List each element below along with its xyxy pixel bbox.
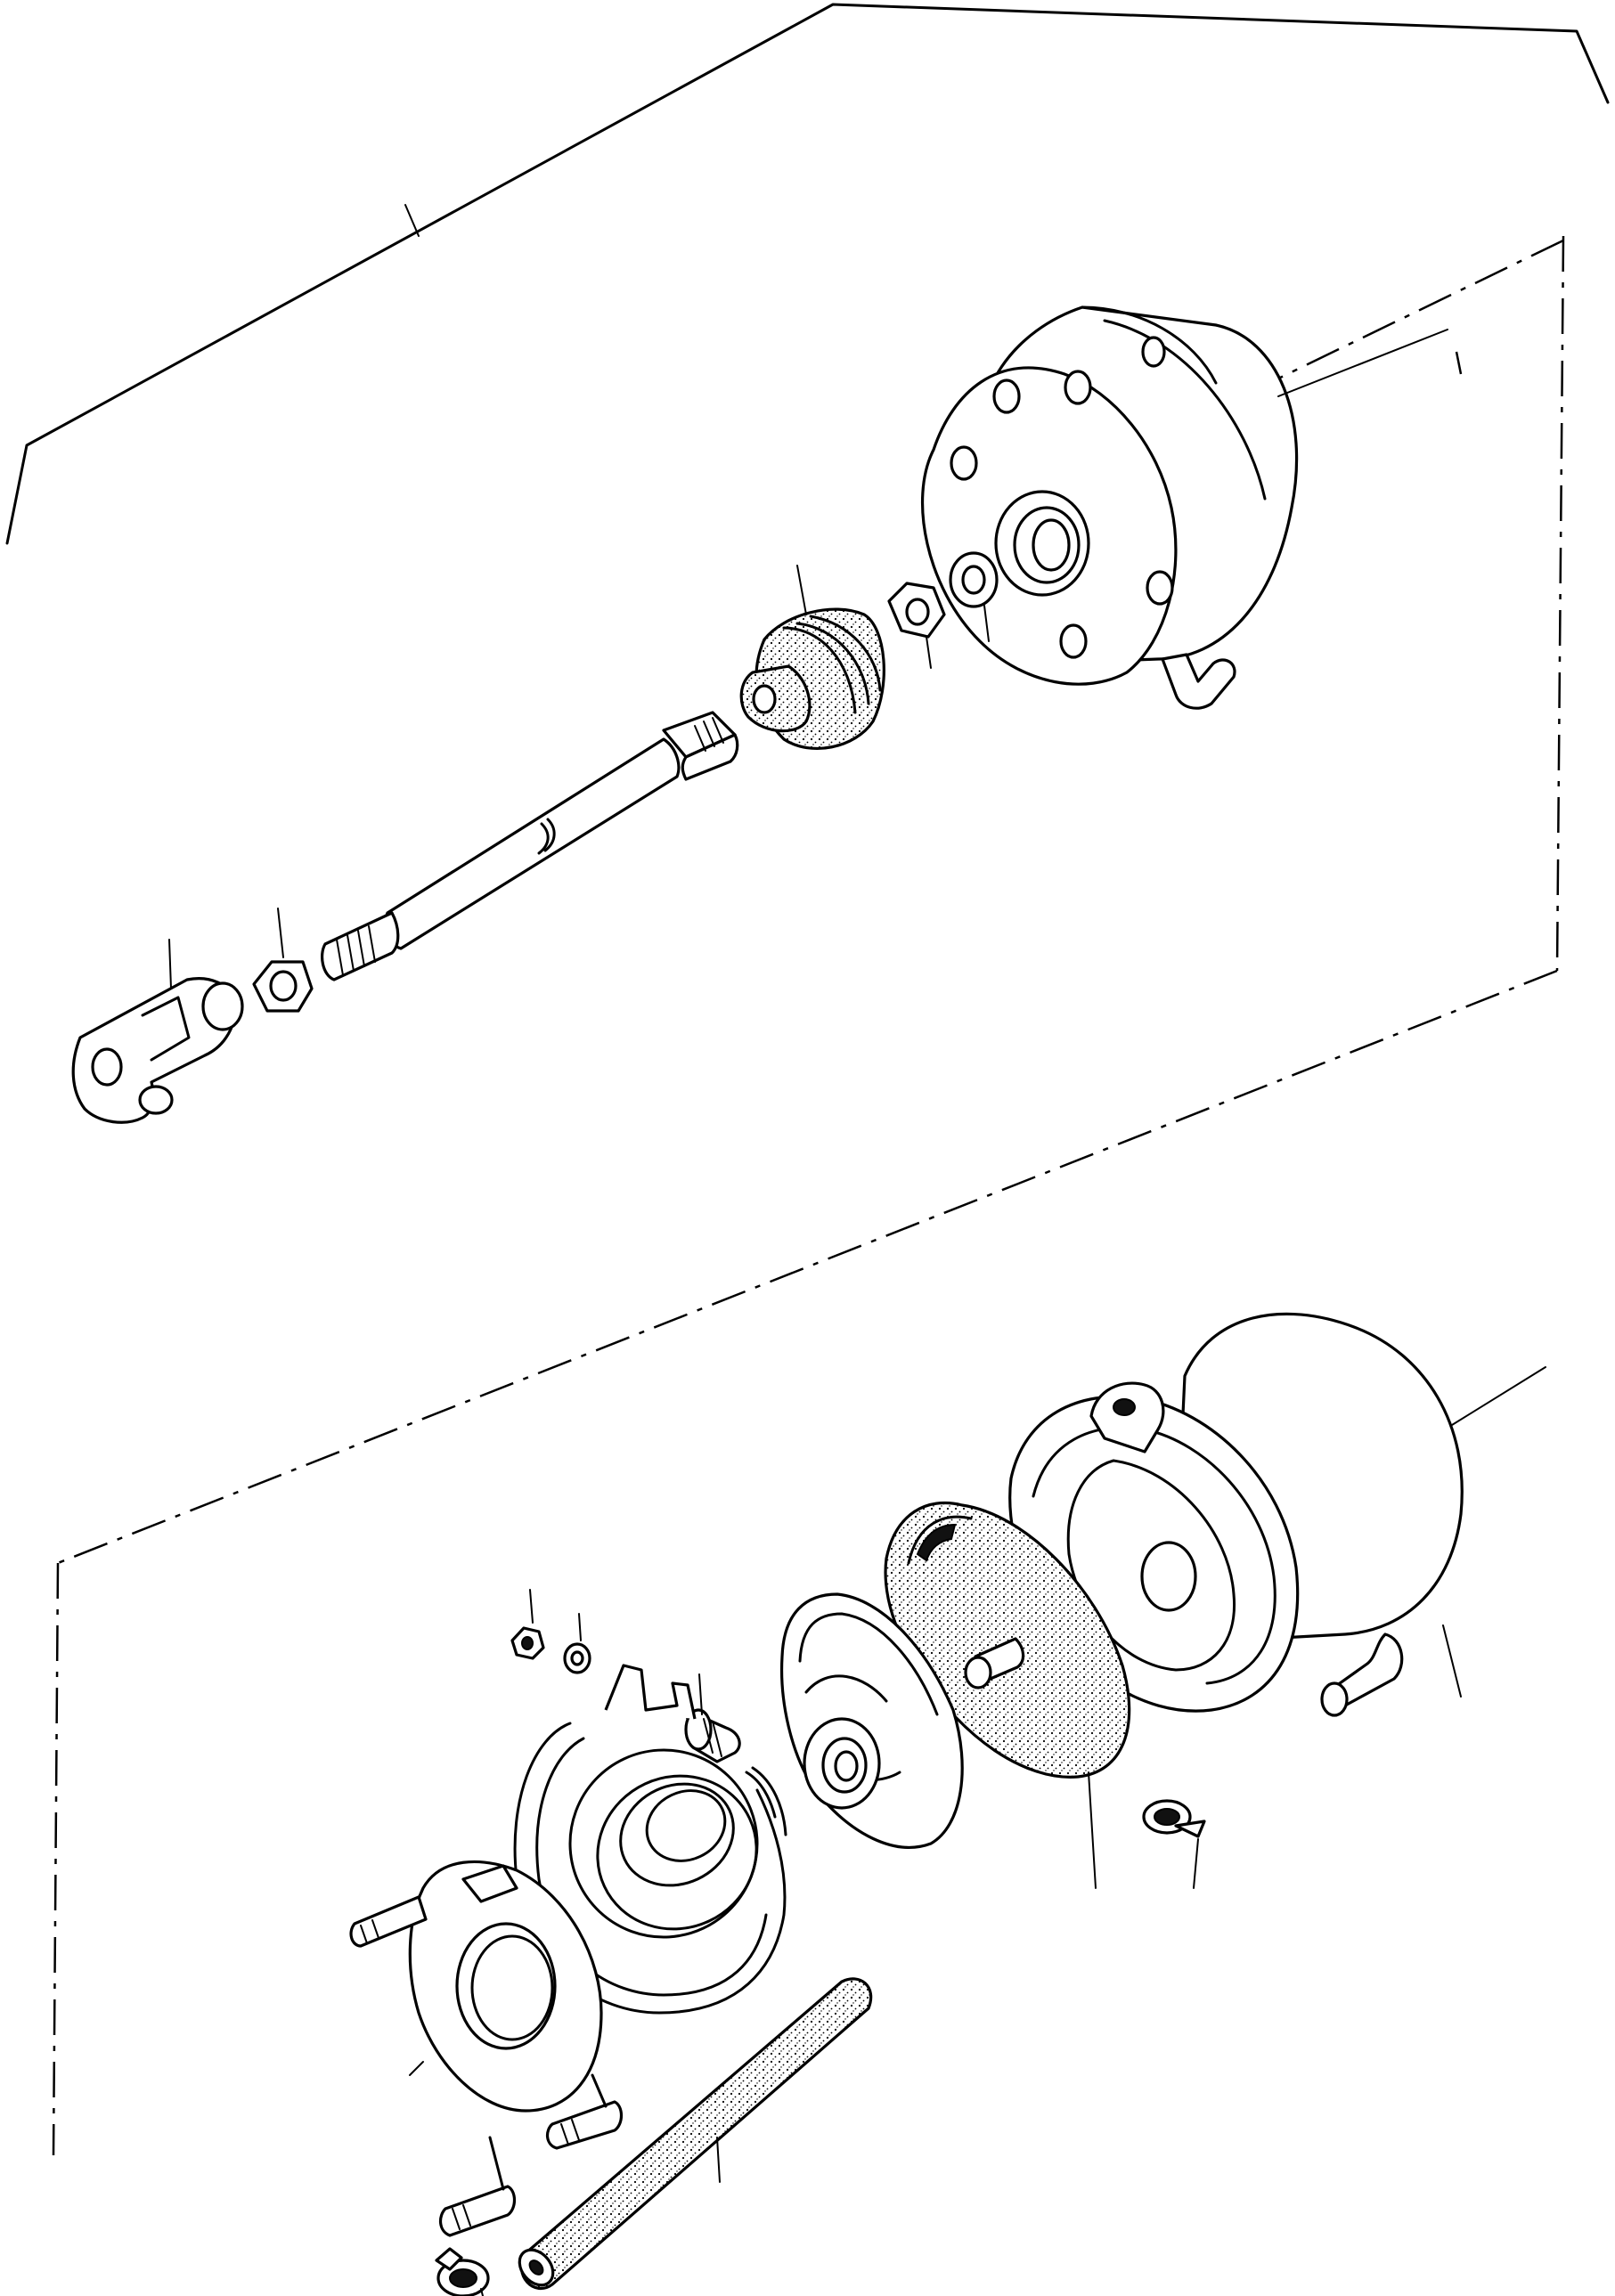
chamber-leader-2	[1442, 1624, 1462, 1698]
clevis-leader	[168, 939, 172, 989]
washer-lower	[563, 1613, 591, 1674]
upper-group-leader	[404, 204, 420, 237]
washer-lower-leader	[578, 1613, 582, 1641]
nut-lower	[510, 1589, 545, 1660]
hose	[518, 1977, 873, 2291]
lock-nut	[252, 908, 314, 1013]
bolt	[684, 1673, 741, 1763]
flange-leader	[409, 2061, 424, 2076]
push-rod	[321, 711, 739, 981]
nut-upper-leader	[926, 636, 932, 669]
hose-clamp-bottom	[435, 2247, 490, 2296]
hose-clamp-right	[1142, 1799, 1206, 1889]
return-spring	[568, 1748, 759, 1939]
chamber-leader-1	[1451, 1366, 1546, 1426]
boot-leader	[796, 565, 807, 615]
diaphragm	[884, 1501, 1131, 1889]
housing-leader	[1277, 329, 1448, 397]
lock-nut-leader	[277, 908, 284, 958]
hose-clamp-bottom-leader	[480, 2288, 484, 2296]
bolt-leader	[698, 1673, 703, 1715]
hose-clamp-right-leader	[1193, 1838, 1199, 1889]
mounting-flange	[349, 1860, 624, 2237]
washer-upper	[949, 551, 999, 642]
hose-leader	[716, 2137, 721, 2183]
washer-upper-leader	[983, 605, 990, 642]
diaphragm-leader	[1088, 1771, 1097, 1889]
clevis	[71, 939, 244, 1124]
assembly-boundary-lines	[52, 235, 1565, 2156]
spring-brake-housing	[920, 305, 1299, 710]
boot	[739, 565, 885, 750]
upper-group-bracket	[5, 3, 1610, 545]
nut-upper	[887, 582, 946, 669]
push-plate	[779, 1592, 964, 1849]
nut-lower-leader	[529, 1589, 534, 1624]
